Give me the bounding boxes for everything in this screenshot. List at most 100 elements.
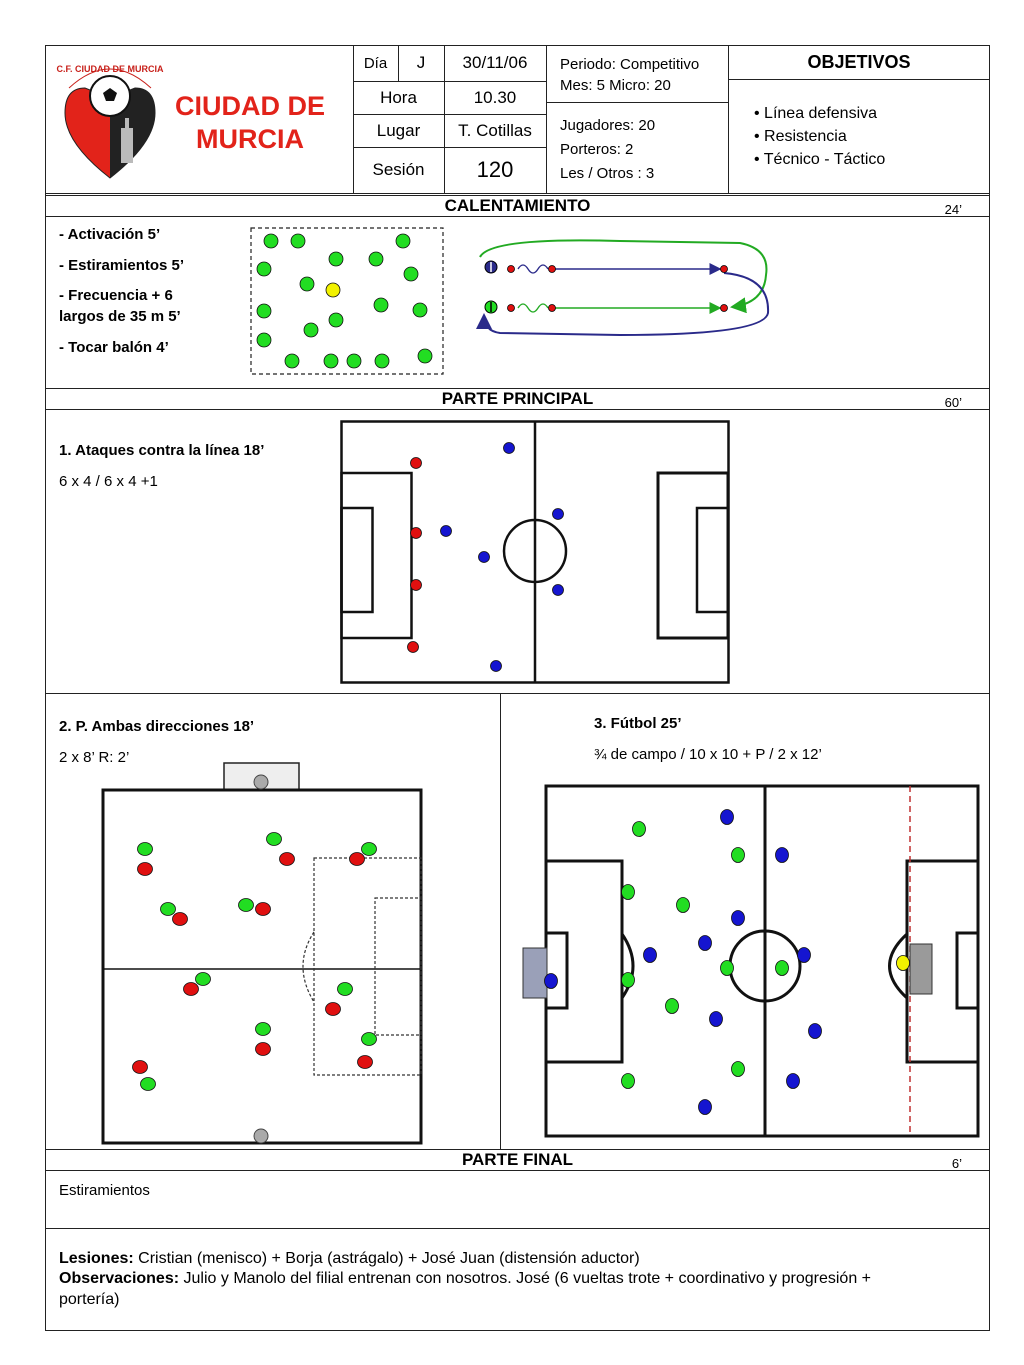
warmup-item: - Frecuencia + 6 (59, 287, 173, 304)
player-blue (720, 809, 734, 825)
principal-band: PARTE PRINCIPAL 60’ (45, 388, 990, 410)
calentamiento-band: CALENTAMIENTO 24’ (45, 195, 990, 217)
divider (45, 693, 990, 694)
player-green (417, 348, 433, 364)
player-green (395, 233, 411, 249)
divider (444, 45, 445, 193)
player-green (256, 303, 272, 319)
lesiones-label: Lesiones: (59, 1250, 134, 1267)
player-blue (808, 1023, 822, 1039)
player-green (412, 302, 428, 318)
warmup-runs-diagram (470, 235, 780, 350)
divider (353, 114, 546, 115)
player-green (731, 1061, 745, 1077)
player-green (346, 353, 362, 369)
club-name-line1: CIUDAD DE (174, 91, 325, 121)
player-green (299, 276, 315, 292)
player-green (361, 842, 377, 856)
divider (353, 45, 354, 193)
divider (546, 45, 547, 193)
player-red (410, 527, 422, 539)
periodo: Periodo: Competitivo (560, 56, 700, 73)
porteros: Porteros: 2 (560, 141, 634, 158)
exercise2-title: 2. P. Ambas direcciones 18’ (59, 718, 255, 735)
player-blue (731, 910, 745, 926)
player-green (263, 233, 279, 249)
player-red (407, 641, 419, 653)
player-green (676, 897, 690, 913)
objetivos-title: OBJETIVOS (807, 51, 911, 72)
player-green (368, 251, 384, 267)
hora-value: 10.30 (473, 87, 517, 107)
player-green (140, 1077, 156, 1091)
divider (353, 147, 546, 148)
sesion-label: Sesión (372, 160, 425, 179)
player-red (172, 912, 188, 926)
warmup-item: - Tocar balón 4’ (59, 339, 169, 356)
final-text: Estiramientos (59, 1182, 150, 1199)
player-green (238, 898, 254, 912)
session-sheet-frame (45, 45, 990, 1331)
player-green (621, 1073, 635, 1089)
player-red (132, 1060, 148, 1074)
player-green (720, 960, 734, 976)
player-blue (698, 1099, 712, 1115)
player-green (323, 353, 339, 369)
final-time: 6’ (951, 1156, 962, 1171)
lesiones-line: Lesiones: Cristian (menisco) + Borja (as… (59, 1250, 640, 1268)
player-blue (698, 935, 712, 951)
player-green (775, 960, 789, 976)
player-green (160, 902, 176, 916)
hora-label: Hora (380, 87, 417, 107)
exercise3-title: 3. Fútbol 25’ (594, 715, 682, 732)
principal-title: PARTE PRINCIPAL (441, 389, 594, 408)
player-red (410, 579, 422, 591)
lugar-value: T. Cotillas (458, 120, 532, 140)
player-red (137, 862, 153, 876)
player-green (337, 982, 353, 996)
divider (728, 79, 990, 80)
exercise3-pitch (520, 782, 982, 1145)
exercise1-title: 1. Ataques contra la línea 18’ (59, 442, 265, 459)
observaciones-text-cont: portería) (59, 1291, 120, 1308)
dia-value: J (416, 53, 426, 72)
club-name-line2: MURCIA (196, 124, 304, 154)
player-red (325, 1002, 341, 1016)
player-green (328, 251, 344, 267)
sesion-value: 120 (476, 157, 514, 182)
player-red (279, 852, 295, 866)
jugadores: Jugadores: 20 (560, 117, 656, 134)
divider (728, 45, 729, 193)
final-band: PARTE FINAL 6’ (45, 1149, 990, 1171)
player-blue (786, 1073, 800, 1089)
svg-text:C.F. CIUDAD DE MURCIA: C.F. CIUDAD DE MURCIA (57, 64, 164, 74)
observaciones-line: Observaciones: Julio y Manolo del filial… (59, 1270, 969, 1288)
player-green (328, 312, 344, 328)
player-green (195, 972, 211, 986)
player-green (374, 353, 390, 369)
exercise2-detail: 2 x 8’ R: 2’ (59, 749, 130, 766)
observaciones-label: Observaciones: (59, 1270, 180, 1287)
player-blue (709, 1011, 723, 1027)
observaciones-text: Julio y Manolo del filial entrenan con n… (183, 1270, 872, 1287)
player-green (266, 832, 282, 846)
lesiones-text: Cristian (menisco) + Borja (astrágalo) +… (138, 1250, 640, 1267)
exercise3-detail: ¾ de campo / 10 x 10 + P / 2 x 12’ (594, 746, 822, 763)
player-blue (490, 660, 502, 672)
warmup-item: - Estiramientos 5’ (59, 257, 185, 274)
player-green (256, 261, 272, 277)
player-green (373, 297, 389, 313)
mes-micro: Mes: 5 Micro: 20 (560, 77, 671, 94)
calentamiento-title: CALENTAMIENTO (444, 196, 591, 215)
dia-label: Día (363, 54, 388, 72)
player-green (255, 1022, 271, 1036)
player-blue (775, 847, 789, 863)
player-blue (552, 584, 564, 596)
player-green (403, 266, 419, 282)
player-blue (478, 551, 490, 563)
player-green (284, 353, 300, 369)
divider (546, 102, 728, 103)
objetivos-list: Línea defensiva Resistencia Técnico - Tá… (754, 102, 886, 171)
player-green (632, 821, 646, 837)
player-red (183, 982, 199, 996)
